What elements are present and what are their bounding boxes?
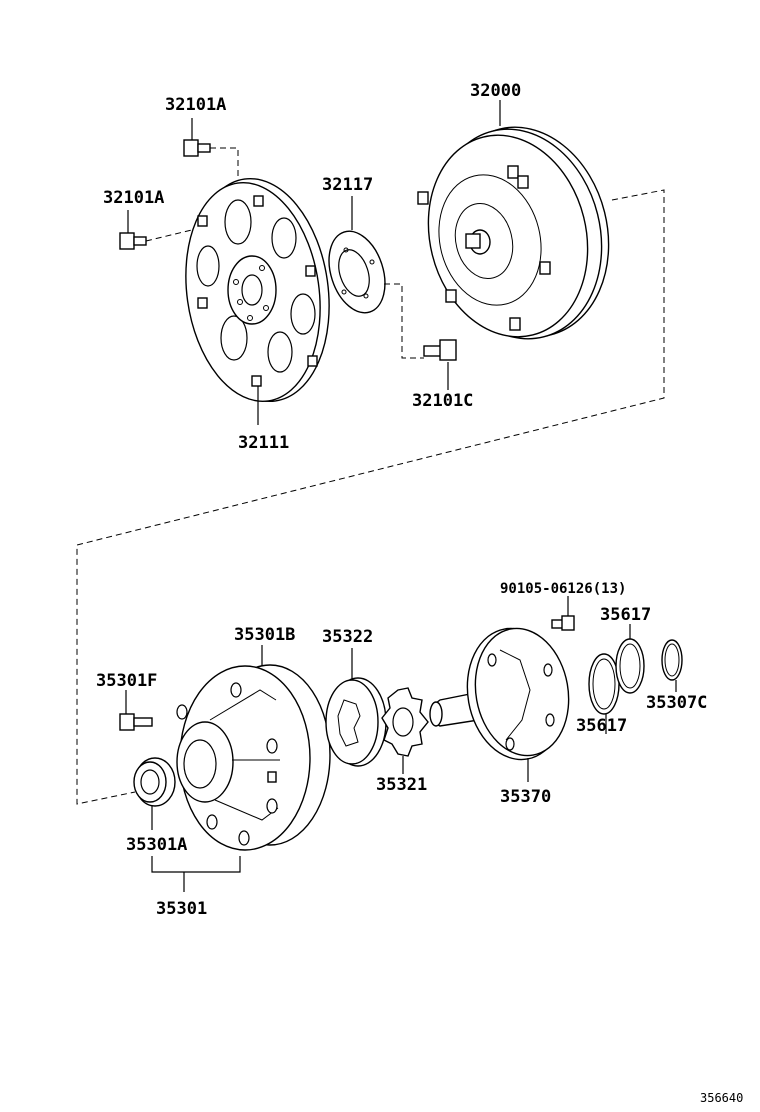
bolt-32101a-top (183, 118, 211, 157)
torque-converter-32000 (417, 100, 610, 340)
label-35617-bottom: 35617 (576, 716, 627, 736)
ring-35617-right (615, 624, 645, 694)
label-35301b: 35301B (234, 625, 295, 645)
ring-35617-left (588, 653, 620, 734)
driven-gear-35322 (325, 648, 387, 767)
bolt-32101c (423, 339, 457, 390)
oil-seal-35301a (133, 757, 176, 830)
label-35617-top: 35617 (600, 605, 651, 625)
label-35301f: 35301F (96, 671, 157, 691)
ring-35307c (661, 639, 683, 692)
label-32000: 32000 (470, 81, 521, 101)
spacer-32117 (328, 196, 386, 314)
label-32117: 32117 (322, 175, 373, 195)
label-35301: 35301 (156, 899, 207, 919)
label-35322: 35322 (322, 627, 373, 647)
stator-shaft-35370 (429, 627, 570, 782)
bolt-90105-06126 (551, 596, 575, 631)
reference-number: 356640 (700, 1091, 743, 1105)
label-35370: 35370 (500, 787, 551, 807)
bolt-35301f (119, 690, 153, 731)
drive-gear-35321 (381, 687, 429, 774)
drive-plate-32111 (185, 177, 330, 425)
label-32101c: 32101C (412, 391, 473, 411)
pump-body-35301b (176, 645, 331, 851)
bolt-32101a-left (119, 210, 147, 250)
label-32111: 32111 (238, 433, 289, 453)
label-35321: 35321 (376, 775, 427, 795)
label-32101a-top: 32101A (165, 95, 226, 115)
label-35307c: 35307C (646, 693, 707, 713)
label-35301a: 35301A (126, 835, 187, 855)
label-90105-06126: 90105-06126(13) (500, 581, 626, 597)
label-32101a-left: 32101A (103, 188, 164, 208)
